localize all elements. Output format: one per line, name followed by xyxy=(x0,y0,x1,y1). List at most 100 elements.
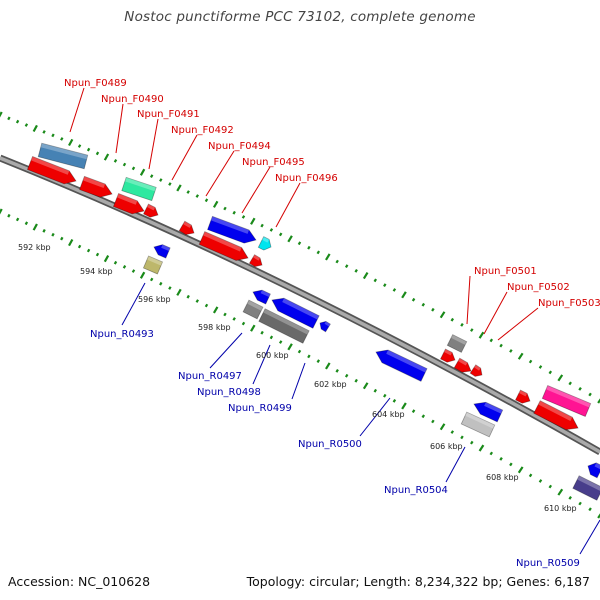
inner-ring-dot xyxy=(450,430,455,434)
forward-gene-label[interactable]: Npun_F0502 xyxy=(507,282,570,293)
forward-gene-label[interactable]: Npun_F0491 xyxy=(137,109,200,120)
forward-gene-label[interactable]: Npun_F0494 xyxy=(208,141,271,152)
forward-gene-label[interactable]: Npun_F0503 xyxy=(538,298,600,309)
gene-highlight xyxy=(161,244,171,251)
reverse-gene-label[interactable]: Npun_R0493 xyxy=(90,329,154,340)
tick-label: 598 kbp xyxy=(198,323,231,332)
forward-gene-label[interactable]: Npun_F0492 xyxy=(171,125,234,136)
outer-ring-dot xyxy=(77,144,82,148)
gene-npun-r0497[interactable] xyxy=(242,299,264,320)
gene-reverse-blue-2[interactable] xyxy=(471,398,504,423)
reverse-gene-label[interactable]: Npun_R0499 xyxy=(228,403,292,414)
reverse-label-leader xyxy=(291,362,306,400)
inner-ring-dot xyxy=(344,373,349,378)
forward-gene-label[interactable]: Npun_F0495 xyxy=(242,157,305,168)
gene-reverse-small-1[interactable] xyxy=(152,242,171,259)
gene-forward-small-2[interactable] xyxy=(178,220,197,238)
tick-label: 600 kbp xyxy=(256,351,289,360)
inner-ring-dot xyxy=(478,444,485,452)
inner-ring-dot xyxy=(578,501,582,506)
gene-forward-small-5[interactable] xyxy=(515,389,533,406)
gene-shape xyxy=(473,401,504,423)
gene-npun-f0494[interactable] xyxy=(198,231,251,265)
inner-ring-dot xyxy=(232,317,236,321)
gene-highlight xyxy=(247,300,263,311)
outer-ring-dot xyxy=(344,264,349,269)
gene-npun-r0500[interactable] xyxy=(373,346,428,382)
gene-npun-f0491[interactable] xyxy=(79,175,115,200)
gene-forward-red-end[interactable] xyxy=(533,400,581,434)
forward-label-leader xyxy=(483,291,508,335)
gene-shape xyxy=(207,215,257,244)
gene-npun-f0503[interactable] xyxy=(469,364,485,379)
reverse-label-leader xyxy=(359,397,391,437)
gene-npun-r0498[interactable] xyxy=(258,308,310,344)
gene-npun-f0496[interactable] xyxy=(257,236,273,253)
gene-reverse-blue-long[interactable] xyxy=(269,294,320,329)
tick-label: 602 kbp xyxy=(314,380,347,389)
forward-gene-label[interactable]: Npun_F0489 xyxy=(64,78,127,89)
outer-ring-dot xyxy=(439,311,446,319)
gene-npun-f0492[interactable] xyxy=(121,176,157,202)
gene-highlight xyxy=(594,462,600,470)
gene-npun-r0504[interactable] xyxy=(460,411,496,438)
gene-npun-r0509[interactable] xyxy=(572,475,600,501)
inner-ring-dot xyxy=(86,248,91,253)
genome-backbone xyxy=(0,154,600,456)
gene-forward-small-1[interactable] xyxy=(143,203,161,220)
reverse-label-leader xyxy=(209,332,243,369)
gene-npun-r0499[interactable] xyxy=(318,319,331,333)
gene-reverse-small-2[interactable] xyxy=(251,287,271,305)
reverse-gene-label[interactable]: Npun_R0498 xyxy=(197,387,261,398)
outer-ring-dot xyxy=(588,392,592,397)
gene-npun-r0493[interactable] xyxy=(142,255,164,275)
gene-highlight xyxy=(263,308,310,335)
backbone-line xyxy=(0,156,600,454)
inner-ring-dot xyxy=(548,484,553,489)
outer-ring-dot xyxy=(139,168,146,176)
gene-forward-small-4[interactable] xyxy=(453,357,473,376)
outer-ring-dot xyxy=(168,182,172,186)
outer-ring-dot xyxy=(597,396,600,404)
gene-highlight xyxy=(538,400,573,421)
label-leaders xyxy=(69,87,600,555)
reverse-gene-label[interactable]: Npun_R0509 xyxy=(516,558,580,569)
outer-ring-dot xyxy=(431,307,435,312)
reverse-gene-label[interactable]: Npun_R0504 xyxy=(384,485,448,496)
gene-shape xyxy=(533,400,579,431)
outer-ring-dot xyxy=(250,217,256,225)
inner-ring-dot xyxy=(0,208,3,216)
gene-npun-f0490[interactable] xyxy=(26,155,78,187)
forward-gene-label[interactable]: Npun_F0501 xyxy=(474,266,537,277)
gene-npun-f0495[interactable] xyxy=(207,215,259,246)
forward-label-leader xyxy=(497,307,539,341)
outer-ring-dot xyxy=(186,190,190,194)
gene-forward-pink[interactable] xyxy=(541,385,592,417)
gene-npun-f0489[interactable] xyxy=(37,142,89,170)
gene-highlight xyxy=(31,156,70,175)
inner-ring-dot xyxy=(278,340,283,344)
forward-gene-label[interactable]: Npun_F0490 xyxy=(101,94,164,105)
inner-ring-dot xyxy=(470,440,474,445)
inner-ring-dot xyxy=(60,236,64,241)
outer-ring-dot xyxy=(287,235,293,243)
outer-ring-dot xyxy=(335,259,339,264)
gene-forward-small-3[interactable] xyxy=(248,254,264,270)
gene-npun-f0502[interactable] xyxy=(440,348,458,365)
inner-ring-dot xyxy=(411,409,416,414)
reverse-gene-label[interactable]: Npun_R0497 xyxy=(178,371,242,382)
gene-reverse-blue-3[interactable] xyxy=(585,460,600,479)
gene-shape xyxy=(258,308,310,344)
forward-gene-label[interactable]: Npun_F0496 xyxy=(275,173,338,184)
gene-highlight xyxy=(451,334,467,345)
gene-highlight xyxy=(147,256,163,266)
gene-npun-f0491b[interactable] xyxy=(112,192,146,217)
reverse-gene-label[interactable]: Npun_R0500 xyxy=(298,439,362,450)
gene-shape xyxy=(248,254,263,268)
gene-npun-f0501[interactable] xyxy=(446,334,468,353)
inner-ring-dot xyxy=(528,473,533,478)
outer-ring-dot xyxy=(51,133,55,138)
outer-ring-dot xyxy=(489,338,494,343)
